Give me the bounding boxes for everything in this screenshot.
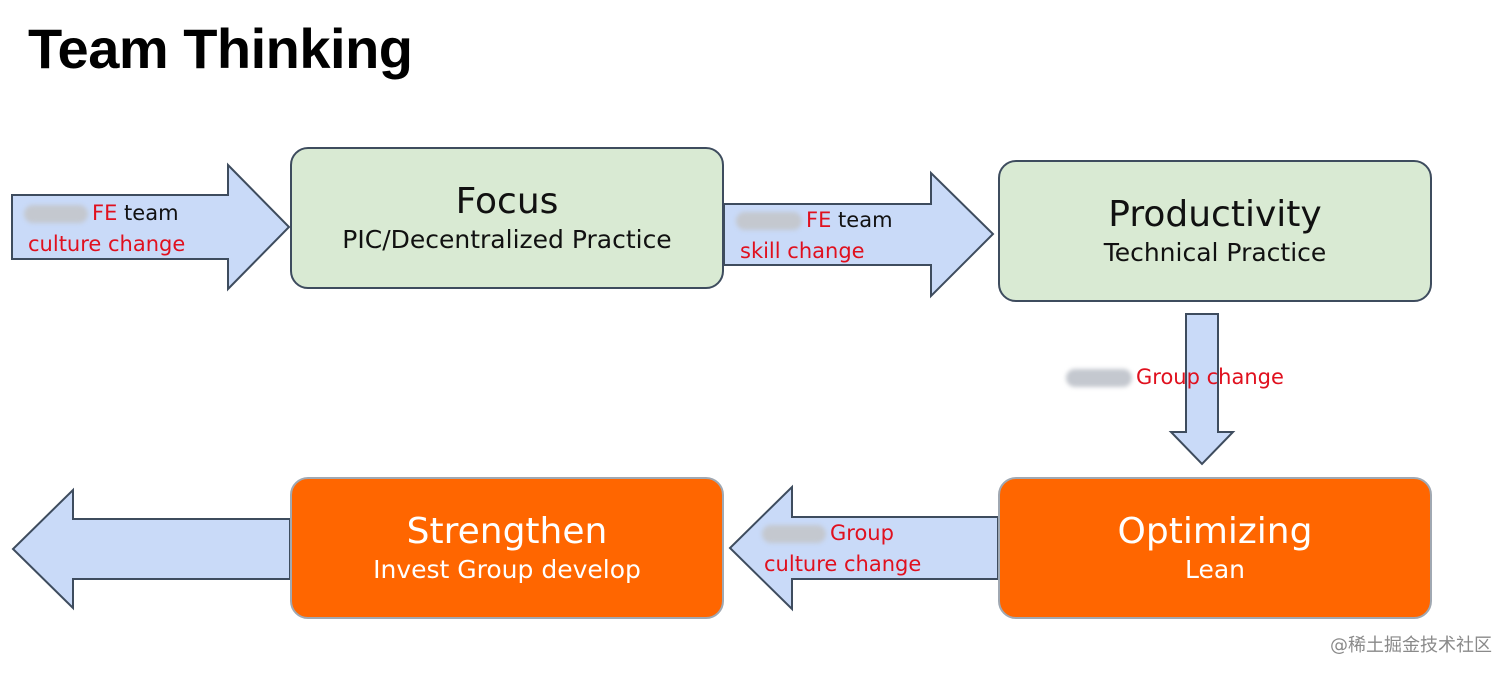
- arrow-productivity-to-optimizing: [1168, 313, 1236, 466]
- strengthen-subtitle: Invest Group develop: [373, 554, 641, 584]
- focus-subtitle: PIC/Decentralized Practice: [342, 224, 672, 254]
- label-fe: FE: [92, 201, 118, 225]
- watermark: @稀土掘金技术社区: [1330, 635, 1492, 656]
- optimizing-subtitle: Lean: [1184, 554, 1246, 584]
- strengthen-box: Strengthen Invest Group develop: [290, 477, 724, 619]
- label-group-change: Group change: [1136, 365, 1284, 389]
- optimizing-box: Optimizing Lean: [998, 477, 1432, 619]
- label-skill-change: skill change: [740, 239, 865, 263]
- optimizing-title: Optimizing: [1117, 510, 1313, 552]
- redacted-mark: [24, 205, 88, 223]
- productivity-box: Productivity Technical Practice: [998, 160, 1432, 302]
- label-fe: FE: [806, 208, 832, 232]
- arrow-into-focus-label: FE team culture change: [24, 198, 185, 260]
- label-culture-change: culture change: [28, 232, 186, 256]
- page-title: Team Thinking: [28, 17, 413, 80]
- arrow-focus-to-productivity-label: FE team skill change: [736, 205, 893, 267]
- strengthen-title: Strengthen: [406, 510, 608, 552]
- focus-box: Focus PIC/Decentralized Practice: [290, 147, 724, 289]
- redacted-mark: [1066, 369, 1132, 387]
- label-team: team: [838, 208, 893, 232]
- arrow-focus-to-productivity: [723, 170, 995, 299]
- arrow-into-focus: [11, 162, 291, 292]
- arrow-optimizing-to-strengthen: [728, 484, 999, 612]
- productivity-subtitle: Technical Practice: [1103, 237, 1327, 267]
- arrow-productivity-to-optimizing-label: Group change: [1066, 362, 1284, 393]
- redacted-mark: [762, 525, 826, 543]
- productivity-title: Productivity: [1108, 193, 1322, 235]
- label-team: team: [124, 201, 179, 225]
- arrow-optimizing-to-strengthen-label: Group culture change: [762, 518, 921, 580]
- focus-title: Focus: [455, 180, 559, 222]
- redacted-mark: [736, 212, 802, 230]
- arrow-out-of-strengthen: [11, 487, 291, 611]
- label-group: Group: [830, 521, 894, 545]
- label-culture-change: culture change: [764, 552, 922, 576]
